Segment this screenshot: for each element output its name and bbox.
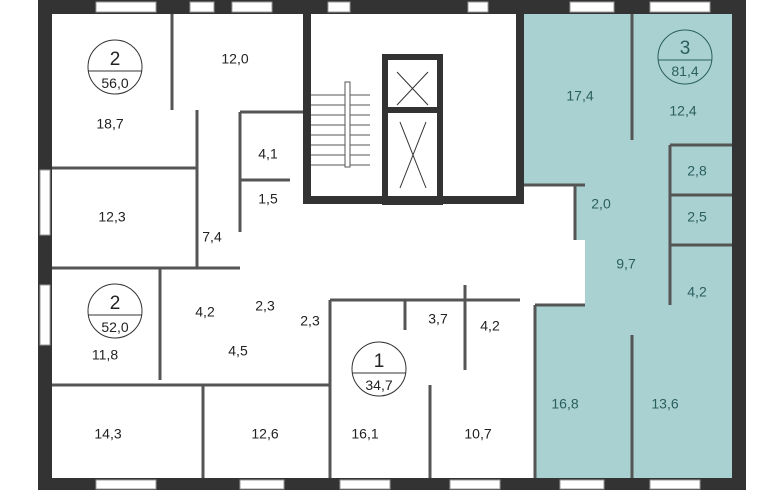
total-area: 56,0 — [101, 75, 128, 91]
total-area: 52,0 — [101, 319, 128, 335]
room-count: 1 — [374, 351, 385, 372]
room-area: 1,5 — [258, 191, 278, 207]
room-count: 3 — [680, 38, 691, 59]
apartment-2room-56[interactable]: 2 56,0 12,0 18,7 4,1 1,5 12,3 7,4 — [87, 39, 278, 245]
total-area: 81,4 — [671, 63, 698, 79]
room-area: 2,8 — [687, 163, 707, 179]
room-area: 2,3 — [300, 313, 320, 329]
room-area: 13,6 — [651, 396, 678, 412]
room-area: 16,8 — [551, 396, 578, 412]
windows — [39, 1, 711, 490]
apartment-2room-52[interactable]: 2 52,0 4,2 2,3 2,3 11,8 4,5 14,3 12,6 — [87, 283, 320, 442]
room-area: 11,8 — [92, 347, 118, 363]
room-area: 18,7 — [96, 116, 123, 132]
room-area: 12,0 — [221, 51, 248, 67]
stair-elevator-core — [303, 14, 524, 205]
apartment-1room-34[interactable]: 1 34,7 3,7 4,2 16,1 10,7 — [351, 311, 500, 442]
room-area: 14,3 — [94, 426, 121, 442]
room-area: 17,4 — [566, 88, 593, 104]
room-area: 12,6 — [251, 426, 278, 442]
room-area: 2,5 — [687, 209, 707, 225]
room-area: 12,3 — [98, 209, 125, 225]
room-area: 16,1 — [351, 426, 378, 442]
room-area: 2,0 — [591, 196, 611, 212]
room-area: 2,3 — [255, 298, 275, 314]
room-area: 10,7 — [464, 426, 491, 442]
room-area: 4,1 — [258, 146, 278, 162]
total-area: 34,7 — [365, 377, 392, 393]
room-area: 4,2 — [687, 284, 707, 300]
apartment-3room-81[interactable]: 3 81,4 17,4 12,4 2,8 2,0 2,5 9,7 4,2 16,… — [551, 29, 713, 412]
room-area: 7,4 — [202, 229, 222, 245]
room-area: 4,5 — [228, 343, 248, 359]
room-area: 4,2 — [195, 304, 215, 320]
apartment-3-highlight[interactable] — [522, 14, 732, 478]
room-area: 9,7 — [616, 256, 636, 272]
room-count: 2 — [110, 293, 121, 314]
interior-walls — [52, 14, 732, 478]
room-area: 3,7 — [428, 311, 448, 327]
room-area: 12,4 — [669, 103, 696, 119]
room-count: 2 — [110, 49, 121, 70]
room-area: 4,2 — [480, 318, 500, 334]
